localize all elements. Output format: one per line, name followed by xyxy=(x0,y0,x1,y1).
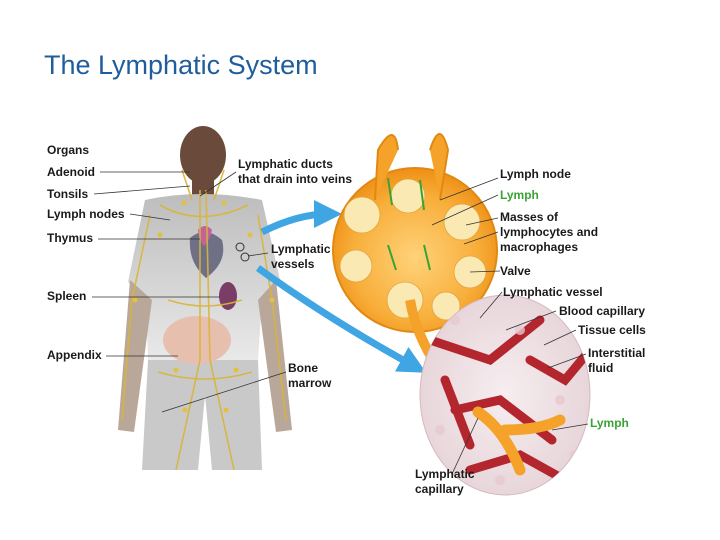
label-line: macrophages xyxy=(500,240,579,254)
lymphocyte-masses xyxy=(339,178,487,321)
label-lymphatic-vessel: Lymphatic vessel xyxy=(503,285,603,299)
pants xyxy=(142,360,262,470)
human-figure xyxy=(118,126,292,471)
right-arm xyxy=(258,280,292,432)
heart-organ xyxy=(189,231,224,278)
label-thymus: Thymus xyxy=(47,231,94,245)
capillary-bed-illustration xyxy=(419,294,591,496)
label-interstitial-fluid: Interstitial fluid xyxy=(588,346,645,376)
thymus-organ xyxy=(198,226,212,246)
afferent-vessel xyxy=(374,134,399,201)
intestines xyxy=(163,316,231,364)
label-lymph: Lymph xyxy=(500,188,539,202)
label-lymph-nodes: Lymph nodes xyxy=(47,207,125,221)
arrow-to-lymph-node xyxy=(260,200,342,236)
label-tonsils: Tonsils xyxy=(47,187,89,201)
vessel-marker-ring xyxy=(235,242,245,252)
label-adenoid: Adenoid xyxy=(47,165,95,179)
body-lymph-nodes xyxy=(132,200,275,413)
label-line: Interstitial xyxy=(588,346,646,360)
label-line: vessels xyxy=(271,257,315,271)
page-title: The Lymphatic System xyxy=(44,50,318,80)
capillary-bed-background xyxy=(419,294,591,496)
label-valve: Valve xyxy=(500,264,531,278)
label-masses: Masses of lymphocytes and macrophages xyxy=(500,210,598,255)
vessel-marker-ring xyxy=(240,252,250,262)
label-line: Bone xyxy=(288,361,318,375)
shirt-torso xyxy=(128,194,280,360)
label-lymph-capillary: Lymph xyxy=(590,416,629,430)
lymphatic-capillary xyxy=(472,406,566,476)
arrow-to-capillary xyxy=(255,265,427,373)
label-line: lymphocytes and xyxy=(500,225,599,239)
label-blood-capillary: Blood capillary xyxy=(559,304,646,318)
afferent-vessel xyxy=(429,133,450,201)
label-line: marrow xyxy=(288,376,332,390)
label-lymphatic-vessels: Lymphatic vessels xyxy=(271,242,331,272)
label-appendix: Appendix xyxy=(47,348,102,362)
label-lymphatic-ducts: Lymphatic ducts that drain into veins xyxy=(238,157,352,187)
label-tissue-cells: Tissue cells xyxy=(578,323,646,337)
lymph-node-illustration xyxy=(332,133,498,416)
label-line: capillary xyxy=(415,482,464,496)
label-lymphatic-capillary: Lymphatic capillary xyxy=(415,467,475,497)
body-leader-lines xyxy=(92,171,287,413)
label-line: Lymphatic ducts xyxy=(238,157,333,171)
label-organs: Organs xyxy=(47,143,90,157)
label-line: that drain into veins xyxy=(238,172,353,186)
lymph-flow-arrows xyxy=(387,177,431,271)
label-lymph-node: Lymph node xyxy=(500,167,571,181)
tissue-cell-dots xyxy=(435,315,580,485)
label-line: Lymphatic xyxy=(271,242,331,256)
label-spleen: Spleen xyxy=(47,289,87,303)
spleen-organ xyxy=(219,282,237,310)
label-line: Masses of xyxy=(500,210,559,224)
head xyxy=(180,126,226,184)
node-leader-lines xyxy=(431,177,589,475)
label-bone-marrow: Bone marrow xyxy=(288,361,331,391)
label-line: fluid xyxy=(588,361,614,375)
label-line: Lymphatic xyxy=(415,467,475,481)
